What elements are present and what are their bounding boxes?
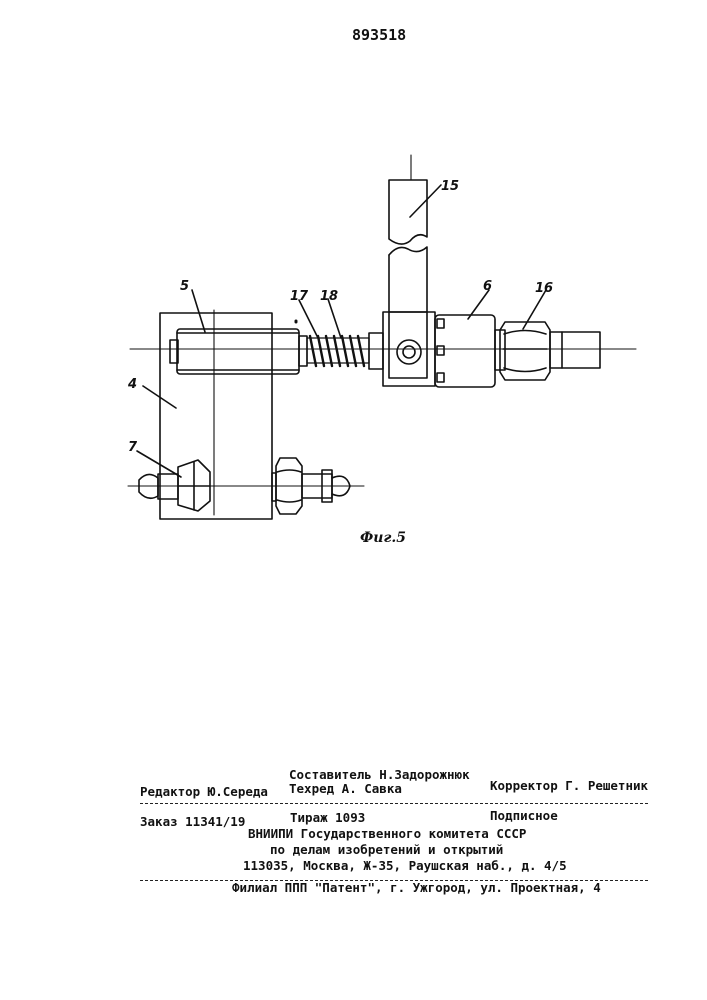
- techred-line: Техред А. Савка: [289, 781, 402, 796]
- order-line: Заказ 11341/19: [140, 814, 245, 829]
- callout-5: 5: [180, 279, 189, 294]
- address-line: 113035, Москва, Ж-35, Раушская наб., д. …: [243, 858, 567, 873]
- editor-line: Редактор Ю.Середа: [140, 784, 268, 799]
- callout-16: 16: [535, 281, 553, 296]
- callout-17: 17: [290, 289, 309, 304]
- figure-caption: Фиг.5: [360, 530, 406, 546]
- callout-4: 4: [127, 377, 137, 392]
- part-5-cylinder: [170, 329, 307, 374]
- callout-7: 7: [128, 440, 138, 455]
- composer-line: Составитель Н.Задорожнюк: [289, 767, 470, 782]
- figure-5-drawing: 4 5 6 7 15 16 17 18: [0, 0, 707, 600]
- callout-6: 6: [483, 279, 492, 294]
- subscription-line: Подписное: [490, 808, 558, 823]
- nut-16: [500, 322, 600, 380]
- callout-15: 15: [441, 179, 459, 194]
- org-line-2: по делам изобретений и открытий: [270, 842, 503, 857]
- separator-top: [140, 803, 648, 804]
- callout-18: 18: [320, 289, 338, 304]
- spring-18: [296, 321, 369, 366]
- rod-15: [389, 180, 427, 312]
- branch-line: Филиал ППП "Патент", г. Ужгород, ул. Про…: [232, 880, 601, 895]
- corrector-line: Корректор Г. Решетник: [490, 778, 648, 793]
- org-line-1: ВНИИПИ Государственного комитета СССР: [248, 826, 526, 841]
- circulation-line: Тираж 1093: [290, 810, 365, 825]
